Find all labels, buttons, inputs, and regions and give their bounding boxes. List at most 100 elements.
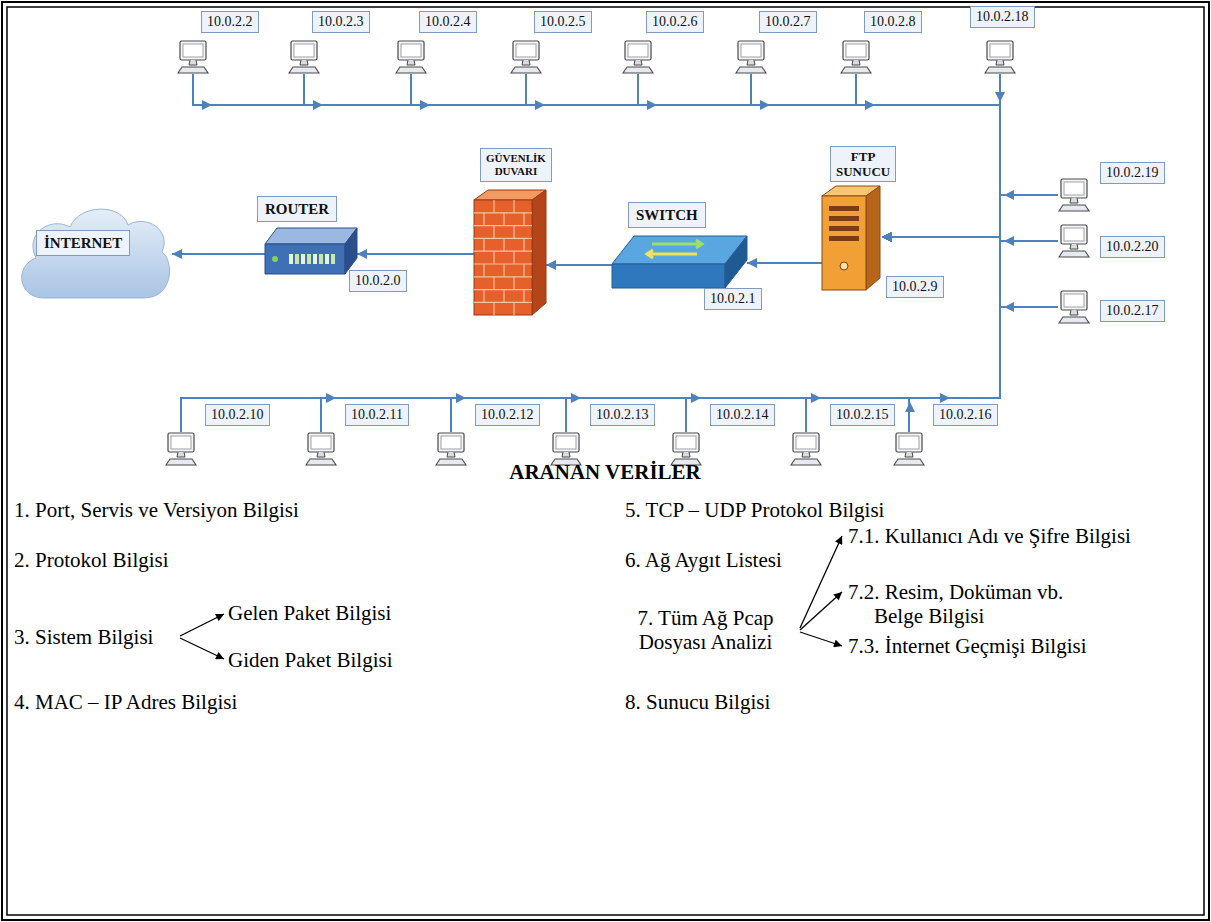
- router-port: [307, 254, 311, 264]
- network-link: [747, 262, 822, 264]
- ip-address-label: 10.0.2.7: [759, 11, 817, 33]
- list-item: 2. Protokol Bilgisi: [14, 548, 169, 572]
- monitor: [398, 41, 424, 60]
- ip-address-label: 10.0.2.2: [201, 11, 259, 33]
- ftp-icon: [822, 186, 880, 290]
- computer-node: 10.0.2.7: [735, 40, 767, 74]
- tower-side: [866, 186, 880, 290]
- router-port: [313, 254, 317, 264]
- device-label: 10.0.2.9: [886, 276, 944, 298]
- computer-node: 10.0.2.10: [165, 432, 197, 466]
- stand: [562, 452, 570, 457]
- router-port: [289, 254, 293, 264]
- computer-node: 10.0.2.8: [840, 40, 872, 74]
- ip-address-label: 10.0.2.8: [864, 11, 922, 33]
- stand: [1070, 310, 1078, 315]
- cloud-node: İNTERNET: [14, 200, 172, 305]
- node-icon: [474, 190, 546, 315]
- device-label: ROUTER: [257, 196, 337, 222]
- keyboard: [1059, 205, 1089, 211]
- monitor: [843, 41, 869, 60]
- cloud-shape: [22, 209, 170, 298]
- ip-address-label: 10.0.2.19: [1100, 162, 1165, 184]
- ip-address-label: 10.0.2.10: [205, 404, 270, 426]
- keyboard: [985, 67, 1015, 73]
- keyboard: [166, 459, 196, 465]
- pc-icon: [1059, 225, 1089, 257]
- ftp-node: FTP SUNUCU10.0.2.9: [822, 186, 882, 290]
- screen: [556, 436, 576, 449]
- stand: [189, 60, 197, 65]
- fw-icon: [474, 190, 546, 315]
- network-link: [526, 74, 1000, 237]
- ip-address-label: 10.0.2.14: [710, 404, 775, 426]
- computer-node: 10.0.2.16: [893, 432, 925, 466]
- screen: [401, 44, 421, 57]
- node-icon: [612, 236, 747, 294]
- switch-icon: [612, 236, 747, 288]
- ip-address-label: 10.0.2.15: [830, 404, 895, 426]
- pc-icon: [306, 433, 336, 465]
- network-link: [882, 195, 1058, 237]
- keyboard: [178, 67, 208, 73]
- bus-arrowheads: [202, 92, 1014, 412]
- router-port: [295, 254, 299, 264]
- node-icon: [1058, 178, 1090, 212]
- list-item: 7.1. Kullanıcı Adı ve Şifre Bilgisi: [848, 524, 1164, 548]
- node-icon: [305, 432, 337, 466]
- pc-icon: [396, 41, 426, 73]
- keyboard: [511, 67, 541, 73]
- keyboard: [894, 459, 924, 465]
- keyboard: [736, 67, 766, 73]
- router-top: [265, 228, 357, 244]
- screen: [311, 436, 331, 449]
- stand: [1070, 244, 1078, 249]
- list-item: 7.3. İnternet Geçmişi Bilgisi: [848, 634, 1087, 658]
- monitor: [513, 41, 539, 60]
- screen: [796, 436, 816, 449]
- device-label: 10.0.2.1: [704, 288, 762, 310]
- network-link: [546, 264, 612, 266]
- monitor: [793, 433, 819, 452]
- screen: [990, 44, 1010, 57]
- cloud-icon: [22, 209, 170, 298]
- screen: [183, 44, 203, 57]
- list-item: 6. Ağ Aygıt Listesi: [625, 548, 782, 572]
- keyboard: [396, 67, 426, 73]
- list-item: 7.2. Resim, Doküman vb. Belge Bilgisi: [848, 580, 1114, 628]
- pc-icon: [894, 433, 924, 465]
- node-icon: [177, 40, 209, 74]
- section-heading: ARANAN VERİLER: [509, 460, 701, 484]
- monitor: [168, 433, 194, 452]
- switch-top: [612, 236, 747, 264]
- stand: [317, 452, 325, 457]
- stand: [682, 452, 690, 457]
- stand: [522, 60, 530, 65]
- stand: [447, 452, 455, 457]
- node-icon: [435, 432, 467, 466]
- computer-node: 10.0.2.3: [288, 40, 320, 74]
- stand: [177, 452, 185, 457]
- node-icon: [510, 40, 542, 74]
- network-link: [321, 237, 1000, 432]
- network-link: [411, 74, 1000, 237]
- list-item: 1. Port, Servis ve Versiyon Bilgisi: [14, 498, 299, 522]
- pc-icon: [623, 41, 653, 73]
- computer-node: 10.0.2.12: [435, 432, 467, 466]
- pc-icon: [736, 41, 766, 73]
- screen: [676, 436, 696, 449]
- pc-icon: [166, 433, 196, 465]
- screen: [1064, 228, 1084, 241]
- brick-lines: [474, 200, 532, 315]
- keyboard: [623, 67, 653, 73]
- node-icon: [165, 432, 197, 466]
- monitor: [896, 433, 922, 452]
- switch-front: [612, 264, 725, 288]
- device-label: GÜVENLİK DUVARI: [480, 148, 552, 182]
- monitor: [738, 41, 764, 60]
- pc-icon: [178, 41, 208, 73]
- node-icon: [840, 40, 872, 74]
- node-icon: [288, 40, 320, 74]
- ip-address-label: 10.0.2.17: [1100, 300, 1165, 322]
